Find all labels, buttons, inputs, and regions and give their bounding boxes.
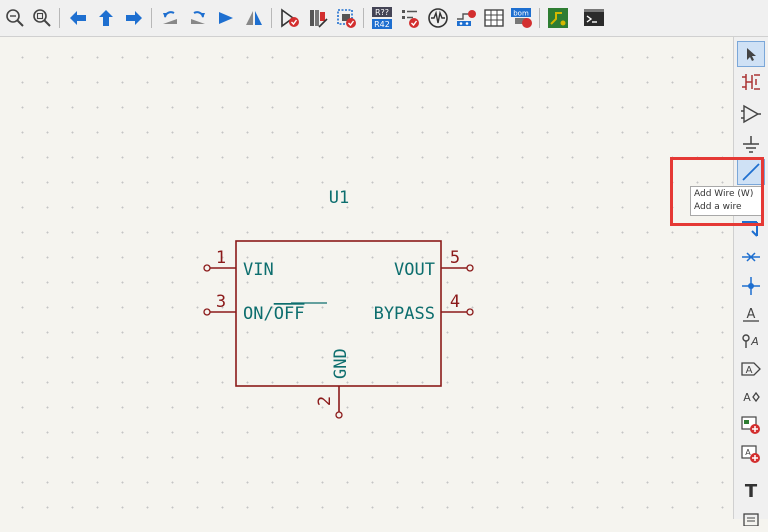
pin-1-name: VIN — [243, 260, 274, 280]
add-label-text: A — [747, 307, 756, 322]
zoom-fit-icon[interactable] — [30, 6, 54, 30]
footprint-assign-icon[interactable] — [454, 6, 478, 30]
tooltip-shortcut: (W) — [737, 189, 754, 199]
add-textbox-button[interactable] — [737, 506, 765, 532]
schematic-drawing: U1 1 VIN 3 ON/OFF 5 VOUT 4 BYPASS 2 GND — [203, 188, 474, 419]
add-bus-icon — [742, 221, 758, 237]
fields-icon[interactable] — [398, 6, 422, 30]
pin-5-endpoint[interactable] — [466, 264, 474, 272]
drawing-toolbar: A A A A A T — [733, 37, 768, 526]
toolbar-separator — [151, 8, 152, 28]
pin-2-endpoint[interactable] — [335, 411, 343, 419]
pin-3-endpoint[interactable] — [203, 308, 211, 316]
import-sheet-pin-text: A — [745, 448, 751, 457]
add-wire-icon — [742, 163, 760, 181]
pin-4-number: 4 — [450, 292, 460, 312]
add-bus-button[interactable] — [737, 216, 765, 242]
select-arrow-icon — [747, 48, 756, 61]
zoom-out-icon[interactable] — [3, 6, 27, 30]
table-icon[interactable] — [482, 6, 506, 30]
add-power-button[interactable] — [737, 101, 765, 127]
add-text-button[interactable]: T — [737, 477, 765, 503]
arrow-right-icon[interactable] — [122, 6, 146, 30]
rotate-ccw-icon[interactable] — [158, 6, 182, 30]
pin-4-endpoint[interactable] — [466, 308, 474, 316]
add-ground-button[interactable] — [737, 131, 765, 157]
toolbar-separator — [59, 8, 60, 28]
toolbar-separator — [539, 8, 540, 28]
symbol-reference[interactable]: U1 — [329, 188, 349, 208]
add-wire-button[interactable] — [737, 159, 765, 185]
rotate-cw-icon[interactable] — [186, 6, 210, 30]
pcb-icon[interactable] — [546, 6, 570, 30]
mirror-horizontal-icon[interactable] — [214, 6, 238, 30]
add-net-class-text: A — [750, 335, 759, 348]
tooltip-title-line: Add Wire (W) — [694, 188, 758, 201]
add-sheet-icon — [741, 416, 760, 434]
arrow-left-icon[interactable] — [66, 6, 90, 30]
pin-3-number: 3 — [216, 292, 226, 312]
add-text-glyph: T — [745, 481, 758, 501]
symbol-editor-icon[interactable] — [306, 6, 330, 30]
import-sheet-pin-icon: A — [741, 445, 760, 463]
add-wire-tooltip: Add Wire (W) Add a wire — [690, 186, 762, 216]
add-net-class-icon: A — [742, 334, 759, 348]
add-global-label-icon: A — [741, 362, 761, 376]
scripting-console-icon[interactable] — [582, 6, 606, 30]
add-text-icon: T — [745, 481, 758, 501]
add-symbol-button[interactable] — [737, 69, 765, 95]
add-global-label-button[interactable]: A — [737, 356, 765, 382]
r42-icon[interactable]: R?? R42 — [370, 6, 394, 30]
toolbar-separator — [271, 8, 272, 28]
add-junction-icon — [742, 277, 760, 295]
add-ground-icon — [743, 136, 759, 153]
add-label-button[interactable]: A — [737, 301, 765, 327]
add-no-connect-button[interactable] — [737, 244, 765, 270]
add-hierarchical-label-button[interactable]: A — [737, 384, 765, 410]
pin-2-name: GND — [331, 348, 351, 379]
toolbar-separator — [363, 8, 364, 28]
bom-label: bom — [513, 10, 529, 18]
schematic-canvas[interactable]: U1 1 VIN 3 ON/OFF 5 VOUT 4 BYPASS 2 GND — [0, 37, 733, 519]
arrow-up-icon[interactable] — [94, 6, 118, 30]
import-sheet-pin-button[interactable]: A — [737, 441, 765, 467]
add-net-class-button[interactable]: A — [737, 328, 765, 354]
r42-bottom-label: R42 — [374, 20, 390, 29]
r42-top-label: R?? — [375, 8, 389, 17]
simulator-icon[interactable] — [426, 6, 450, 30]
pin-5-name: VOUT — [394, 260, 435, 280]
pin-4-name: BYPASS — [374, 304, 435, 324]
add-global-label-text: A — [746, 365, 753, 376]
pin-3-name-on: ON/ — [243, 304, 274, 324]
bom-icon[interactable]: bom — [510, 6, 534, 30]
pin-2-number: 2 — [315, 396, 335, 406]
select-tool-button[interactable] — [737, 41, 765, 67]
pin-1-number: 1 — [216, 248, 226, 268]
annotate-icon[interactable] — [334, 6, 358, 30]
add-symbol-icon — [742, 74, 760, 90]
pin-5-number: 5 — [450, 248, 460, 268]
erc-icon[interactable] — [278, 6, 302, 30]
add-power-icon — [741, 104, 761, 124]
pin-1-endpoint[interactable] — [203, 264, 211, 272]
add-hier-label-text: A — [743, 391, 751, 404]
add-no-connect-icon — [742, 252, 760, 262]
tooltip-description: Add a wire — [694, 202, 742, 212]
add-label-icon: A — [743, 307, 759, 322]
tooltip-title: Add Wire — [694, 189, 735, 199]
main-toolbar: R?? R42 bom — [0, 0, 768, 37]
mirror-vertical-icon[interactable] — [242, 6, 266, 30]
add-junction-button[interactable] — [737, 273, 765, 299]
add-hierarchical-label-icon: A — [743, 391, 760, 404]
add-textbox-icon — [743, 513, 759, 526]
pin-3-name: ON/OFF — [243, 304, 304, 324]
add-sheet-button[interactable] — [737, 412, 765, 438]
pin-3-name-off: OFF — [274, 304, 305, 324]
